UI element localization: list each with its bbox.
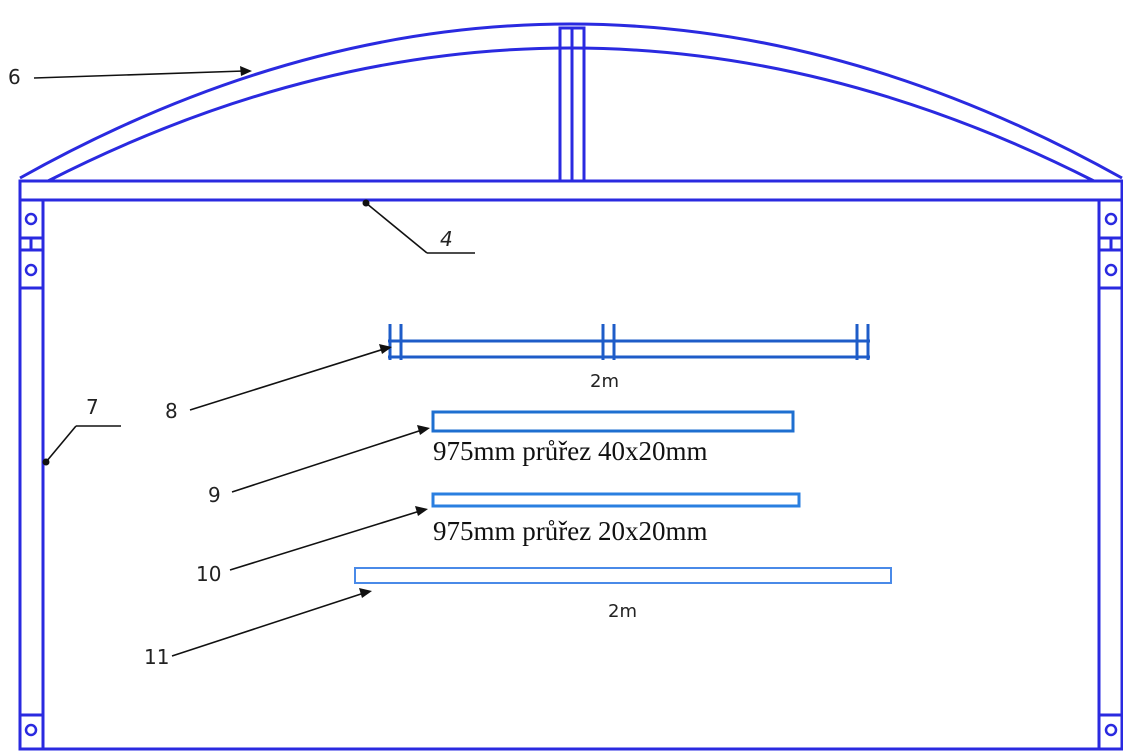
left-hole-top — [24, 212, 38, 226]
left-post — [18, 198, 1122, 751]
arch-outer — [19, 22, 1123, 180]
part-8-length: 2m — [590, 371, 619, 392]
callout-11-number: 11 — [144, 645, 169, 669]
left-hole-mid — [24, 263, 38, 277]
callout-9: 9 — [208, 425, 430, 507]
part-11-length: 2m — [608, 601, 637, 622]
callout-8: 8 — [165, 344, 392, 423]
part-8-rail — [388, 324, 870, 360]
callout-7-number: 7 — [86, 395, 99, 419]
right-hole-mid — [1104, 263, 1118, 277]
right-hole-bottom — [1104, 723, 1118, 737]
callout-10-number: 10 — [196, 562, 221, 586]
right-post — [1097, 198, 1123, 751]
part-10-bar — [431, 492, 801, 508]
callout-6: 6 — [8, 65, 252, 89]
left-bracket-bottom — [18, 713, 45, 751]
part-11-bar — [354, 567, 892, 584]
left-hole-bottom — [24, 723, 38, 737]
top-beam-bar — [18, 179, 1123, 202]
callout-6-number: 6 — [8, 65, 21, 89]
part-10-spec: 975mm průřez 20x20mm — [433, 516, 707, 546]
part-9-bar — [431, 410, 795, 433]
callout-7: 7 — [42, 395, 121, 466]
callout-10: 10 — [196, 506, 428, 586]
right-bracket-bottom — [1097, 713, 1123, 751]
callout-4: 4 — [362, 199, 475, 254]
part-9-spec: 975mm průřez 40x20mm — [433, 436, 707, 466]
callout-11: 11 — [144, 588, 372, 669]
callout-4-number: 4 — [440, 227, 453, 251]
top-beam — [18, 179, 1123, 202]
right-hole-top — [1104, 212, 1118, 226]
arch — [19, 22, 1123, 183]
callout-9-number: 9 — [208, 483, 221, 507]
callout-8-number: 8 — [165, 399, 178, 423]
